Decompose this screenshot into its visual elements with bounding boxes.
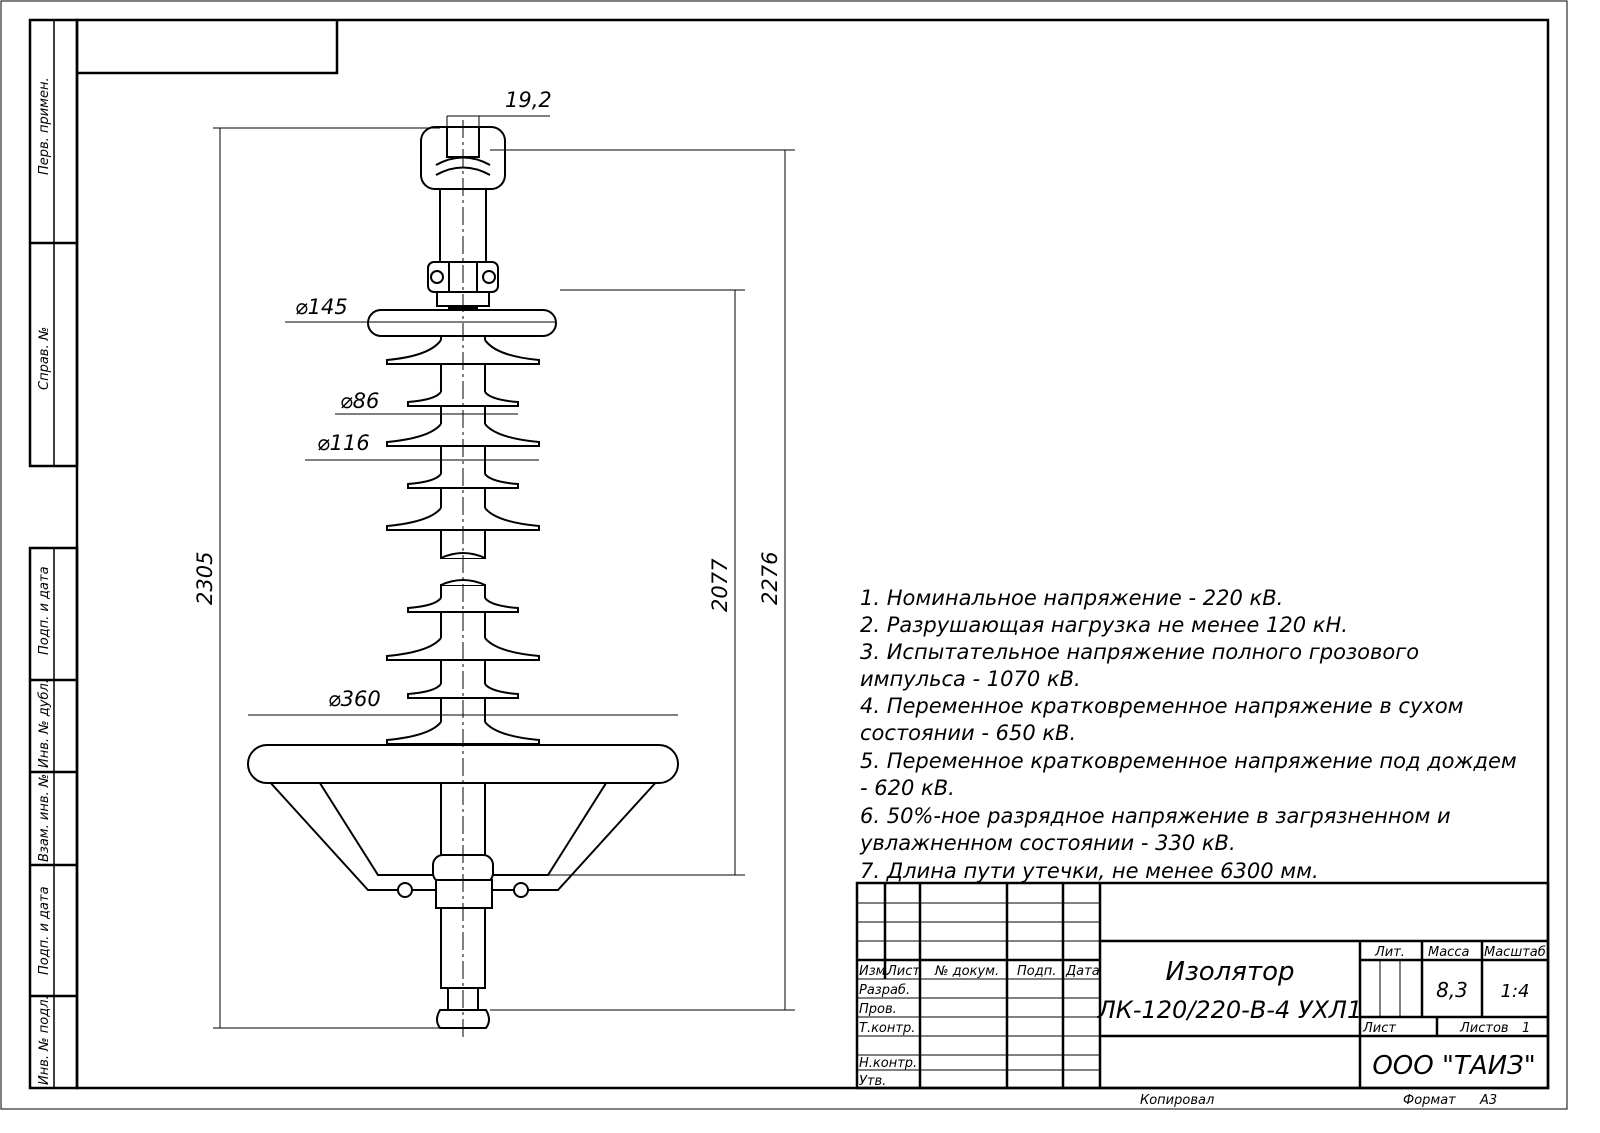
sheets-value: 1 (1522, 1021, 1530, 1036)
side-label-inv-podl: Инв. № подл. (37, 995, 52, 1085)
insulator-drawing (247, 120, 679, 1040)
format-label: Формат (1403, 1093, 1456, 1108)
side-label-sprav: Справ. № (37, 327, 52, 390)
note-line: 3. Испытательное напряжение полного гроз… (860, 640, 1419, 664)
role-prov: Пров. (859, 1002, 897, 1017)
lit-label: Лит. (1374, 945, 1405, 960)
note-line: импульса - 1070 кВ. (860, 667, 1081, 691)
role-tkontr: Т.контр. (859, 1021, 915, 1036)
dimension-lines (213, 115, 795, 1029)
drawing-frame (75, 18, 1550, 1090)
technical-notes: 1. Номинальное напряжение - 220 кВ. 2. Р… (859, 586, 1517, 883)
company-name: ООО "ТАИЗ" (1372, 1051, 1535, 1081)
note-line: 5. Переменное кратковременное напряжение… (860, 749, 1517, 773)
side-label-perv-primen: Перв. примен. (37, 77, 52, 175)
col-date: Дата (1065, 964, 1100, 979)
col-sign: Подп. (1017, 964, 1056, 979)
side-label-podp-data-1: Подп. и дата (37, 566, 52, 655)
note-line: 1. Номинальное напряжение - 220 кВ. (860, 586, 1283, 610)
title-block (855, 881, 1550, 1090)
drawing-title: Изолятор (1166, 957, 1295, 987)
dim-2077: 2077 (708, 558, 732, 612)
dim-d86: ⌀86 (340, 389, 379, 413)
col-izm: Изм. (859, 964, 890, 979)
note-line: 6. 50%-ное разрядное напряжение в загряз… (860, 804, 1451, 828)
sheet-border (0, 0, 1568, 1110)
note-line: 4. Переменное кратковременное напряжение… (860, 694, 1464, 718)
sheet-label: Лист (1362, 1021, 1396, 1036)
note-line: 7. Длина пути утечки, не менее 6300 мм. (860, 859, 1319, 883)
dim-2276: 2276 (758, 552, 782, 605)
col-list: Лист (886, 964, 920, 979)
role-utv: Утв. (859, 1074, 886, 1089)
upper-ring (367, 309, 557, 337)
side-label-inv-dubl: Инв. № дубл. (37, 679, 52, 768)
role-nkontr: Н.контр. (859, 1056, 917, 1071)
dim-2305: 2305 (193, 552, 217, 605)
role-razrab: Разраб. (859, 983, 910, 998)
side-strip (28, 18, 79, 1090)
dim-d145: ⌀145 (295, 295, 348, 319)
dim-d116: ⌀116 (317, 431, 370, 455)
col-doc: № докум. (934, 964, 999, 979)
dim-19-2: 19,2 (505, 88, 552, 112)
mass-value: 8,3 (1436, 978, 1468, 1002)
scale-label: Масштаб (1484, 945, 1546, 960)
side-label-podp-data-2: Подп. и дата (37, 886, 52, 975)
note-line: 2. Разрушающая нагрузка не менее 120 кН. (860, 613, 1348, 637)
drawing-designation: ЛК-120/220-В-4 УХЛ1 (1097, 996, 1363, 1024)
dim-d360: ⌀360 (328, 687, 381, 711)
top-left-box (77, 20, 339, 75)
side-label-vzam-inv: Взам. инв. № (37, 774, 52, 862)
note-line: состоянии - 650 кВ. (860, 721, 1076, 745)
note-line: - 620 кВ. (860, 776, 955, 800)
copied-label: Копировал (1140, 1093, 1214, 1108)
frame-left (267, 779, 438, 891)
sheets-label: Листов (1459, 1021, 1509, 1036)
frame-right (488, 779, 659, 891)
note-line: увлажненном состоянии - 330 кВ. (859, 831, 1236, 855)
scale-value: 1:4 (1501, 981, 1530, 1002)
mass-label: Масса (1428, 945, 1469, 960)
format-value: А3 (1479, 1093, 1497, 1108)
